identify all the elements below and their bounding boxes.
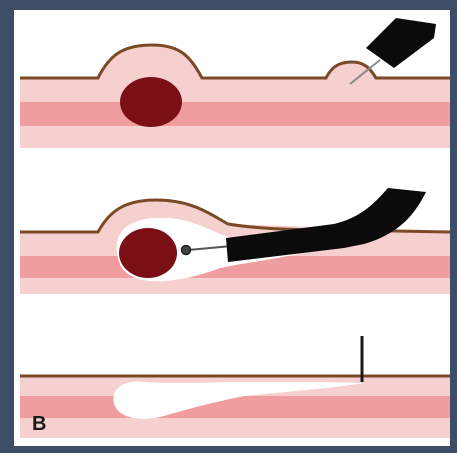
step-1-lesion — [120, 77, 182, 127]
step-1-illustration — [20, 18, 450, 148]
step-2-illustration — [20, 188, 450, 294]
step-3-illustration: B — [20, 336, 450, 438]
step-3-tissue-mid-layer — [20, 396, 450, 418]
panel-label: B — [32, 413, 46, 435]
step-2-lesion — [119, 228, 177, 278]
step-1-instrument — [366, 18, 436, 68]
step-1-tissue-mid-layer — [20, 102, 450, 126]
step-2-snare-tip — [182, 246, 191, 255]
step-1-dome-bulge — [98, 45, 202, 78]
diagram-svg: B — [14, 10, 450, 446]
figure-panel: B — [14, 10, 450, 446]
